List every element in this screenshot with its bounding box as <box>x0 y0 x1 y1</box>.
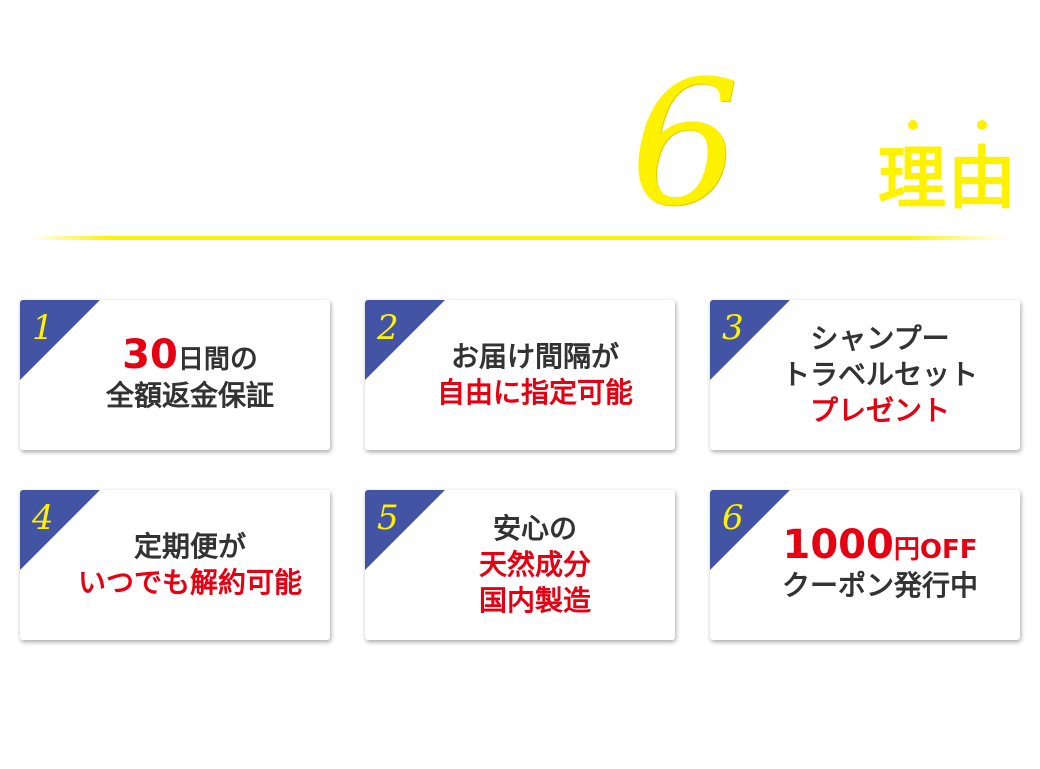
card-body: 1000円OFF クーポン発行中 <box>740 490 1020 640</box>
refund-days-unit: 日間 <box>177 344 230 375</box>
card-number: 6 <box>722 498 744 538</box>
coupon-unit: 円OFF <box>893 534 978 565</box>
card-line-3: プレゼント <box>809 394 950 427</box>
card-line-3: 国内製造 <box>478 584 591 617</box>
card-corner-ribbon <box>20 300 100 380</box>
card-number: 2 <box>377 308 399 348</box>
reason-card-4: 4 定期便が いつでも解約可能 <box>20 490 330 640</box>
card-line-2: いつでも解約可能 <box>77 566 302 599</box>
card-corner-ribbon <box>710 490 790 570</box>
card-number: 3 <box>722 308 744 348</box>
headline-number: 6 <box>630 43 740 244</box>
emphasis-dot <box>908 120 918 130</box>
headline: 6 理由 <box>0 0 1040 250</box>
card-line-1: 安心の <box>492 512 577 545</box>
card-number: 1 <box>32 308 54 348</box>
card-corner-ribbon <box>710 300 790 380</box>
reason-card-1: 1 30日間の 全額返金保証 <box>20 300 330 450</box>
card-line-2: クーポン発行中 <box>781 568 978 602</box>
card-line-2: トラベルセット <box>781 358 978 391</box>
card-line-2: 天然成分 <box>478 548 591 581</box>
headline-underline <box>30 236 1005 240</box>
card-body: シャンプー トラベルセット プレゼント <box>740 300 1020 450</box>
emphasis-dot <box>977 120 987 130</box>
card-number: 4 <box>32 498 54 538</box>
card-corner-ribbon <box>365 490 445 570</box>
refund-days-number: 30 <box>122 331 178 378</box>
card-body: 30日間の 全額返金保証 <box>50 300 330 450</box>
card-line-1: お届け間隔が <box>450 340 619 373</box>
refund-particle: の <box>229 341 258 375</box>
reason-card-2: 2 お届け間隔が 自由に指定可能 <box>365 300 675 450</box>
card-body: 定期便が いつでも解約可能 <box>50 490 330 640</box>
card-corner-ribbon <box>365 300 445 380</box>
card-line-1: 1000円OFF <box>783 525 978 568</box>
reason-card-6: 6 1000円OFF クーポン発行中 <box>710 490 1020 640</box>
card-line-2: 全額返金保証 <box>105 378 274 412</box>
card-line-2: 自由に指定可能 <box>436 376 633 409</box>
card-line-1: シャンプー <box>810 322 950 355</box>
card-corner-ribbon <box>20 490 100 570</box>
card-number: 5 <box>377 498 399 538</box>
card-body: 安心の 天然成分 国内製造 <box>395 490 675 640</box>
reason-card-3: 3 シャンプー トラベルセット プレゼント <box>710 300 1020 450</box>
card-line-1: 30日間の <box>122 335 258 378</box>
coupon-amount: 1000 <box>782 521 894 568</box>
reason-card-5: 5 安心の 天然成分 国内製造 <box>365 490 675 640</box>
card-body: お届け間隔が 自由に指定可能 <box>395 300 675 450</box>
card-line-1: 定期便が <box>133 530 246 563</box>
headline-reason-label: 理由 <box>878 140 1019 219</box>
